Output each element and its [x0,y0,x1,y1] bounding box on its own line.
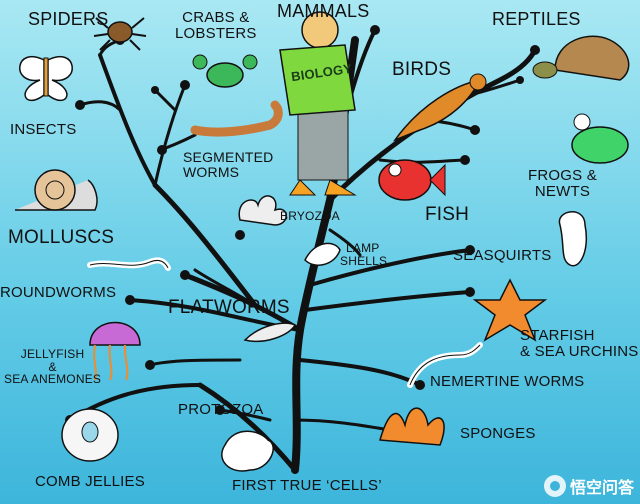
spider-icon [93,17,147,51]
crab-icon [192,54,258,88]
protozoa-icon [221,430,274,472]
label-nemertine-worms: NEMERTINE WORMS [430,373,585,390]
jellyfish-icon [89,321,141,381]
comb-jelly-icon [61,408,119,462]
label-protozoa: PROTOZOA [178,401,264,418]
watermark: 悟空问答 [543,474,634,498]
snail-icon [15,169,98,211]
butterfly-icon [19,55,73,102]
label-reptiles: REPTILES [492,9,581,29]
frog-icon [571,113,629,164]
lamp-shell-icon [304,242,341,266]
label-first-true-cells: FIRST TRUE ‘CELLS’ [232,477,382,494]
label-seasquirts: SEASQUIRTS [453,247,552,264]
label-spiders: SPIDERS [28,9,109,29]
label-flatworms: FLATWORMS [168,297,290,318]
label-crabs-lobsters: CRABS &LOBSTERS [175,9,257,42]
label-comb-jellies: COMB JELLIES [35,473,145,490]
label-bryozoa: BRYOZOA [280,209,340,223]
label-insects: INSECTS [10,121,77,138]
fish-icon [378,159,446,201]
label-mammals: MAMMALS [277,1,370,21]
label-frogs-newts: FROGS &NEWTS [528,167,597,200]
label-jellyfish-sea-anemones: JELLYFISH&SEA ANEMONES [4,347,102,387]
watermark-text: 悟空问答 [569,480,634,497]
label-sponges: SPONGES [460,425,536,442]
label-starfish-sea-urchins: STARFISH& SEA URCHINS [520,327,639,360]
label-roundworms: ROUNDWORMS [0,284,117,301]
bird-icon [392,73,487,142]
watermark-logo-icon [543,475,566,497]
roundworm-icon [87,257,171,271]
tortoise-icon [532,35,630,81]
flatworm-icon [243,322,297,342]
person-reading-icon [279,11,357,196]
starfish-icon [472,278,548,342]
segmented-worm-icon [190,100,283,137]
label-fish: FISH [425,204,470,225]
bryozoa-icon [238,195,287,226]
label-molluscs: MOLLUSCS [8,227,115,248]
seasquirt-icon [558,211,587,267]
label-birds: BIRDS [392,59,452,80]
nemertine-worm-icon [407,342,483,388]
sponge-icon [379,407,445,446]
